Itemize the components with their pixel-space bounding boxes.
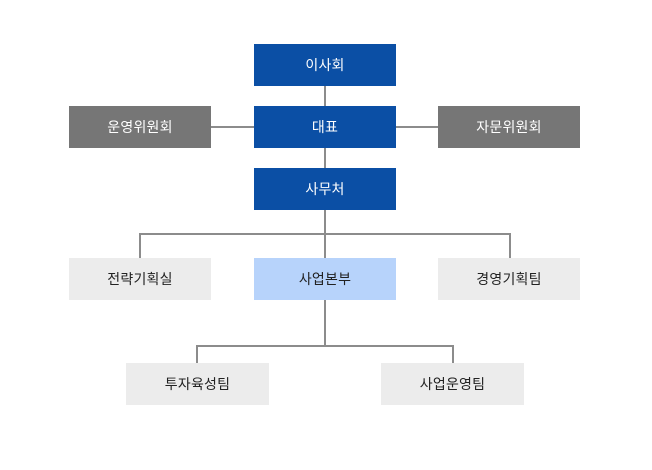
connector-investment-drop (196, 345, 198, 363)
secretariat-box: 사무처 (254, 168, 396, 210)
connector-level3-horizontal (139, 233, 511, 235)
ceo-box: 대표 (254, 106, 396, 148)
board-box: 이사회 (254, 44, 396, 86)
strategy-box: 전략기획실 (69, 258, 211, 300)
connector-operations-drop (452, 345, 454, 363)
management-box: 경영기획팀 (438, 258, 580, 300)
business-box: 사업본부 (254, 258, 396, 300)
connector-ceo-secretariat (324, 148, 326, 168)
connector-left-committee (211, 126, 254, 128)
right-committee-box: 자문위원회 (438, 106, 580, 148)
operations-box: 사업운영팀 (381, 363, 524, 405)
connector-level4-horizontal (196, 345, 454, 347)
connector-management-drop (509, 233, 511, 258)
investment-box: 투자육성팀 (126, 363, 269, 405)
connector-business-down (324, 300, 326, 347)
left-committee-box: 운영위원회 (69, 106, 211, 148)
connector-right-committee (396, 126, 438, 128)
connector-strategy-drop (139, 233, 141, 258)
connector-board-ceo (324, 86, 326, 106)
